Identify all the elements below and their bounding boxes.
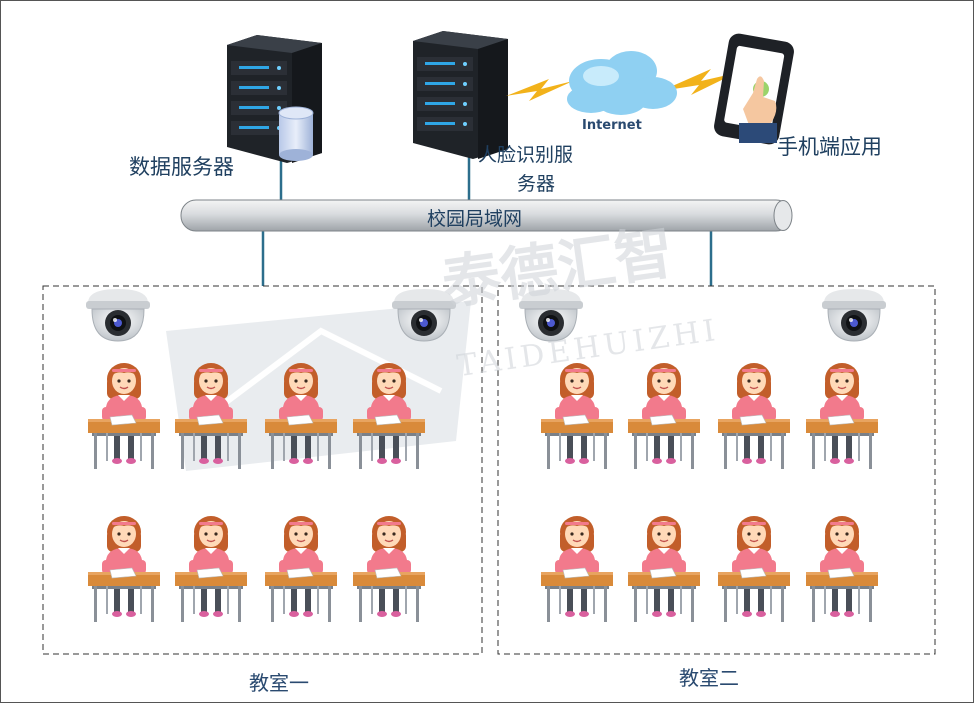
database-icon: [278, 106, 314, 161]
student-icon: [540, 515, 614, 623]
classroom-1-label: 教室一: [249, 671, 309, 695]
student-icon: [805, 362, 879, 470]
student-icon: [717, 515, 791, 623]
campus-lan-label: 校园局域网: [427, 208, 523, 230]
student-icon: [174, 515, 248, 623]
classroom-2-label: 教室二: [679, 666, 739, 690]
student-icon: [717, 362, 791, 470]
camera-icon: [85, 288, 151, 342]
classroom-2-students: [540, 362, 879, 623]
student-icon: [627, 515, 701, 623]
student-icon: [540, 362, 614, 470]
camera-icon: [821, 288, 887, 342]
student-icon: [87, 515, 161, 623]
student-icon: [264, 515, 338, 623]
internet-label: Internet: [582, 118, 642, 133]
student-icon: [627, 362, 701, 470]
mobile-app-label: 手机端应用: [777, 135, 882, 159]
phone-icon: [714, 33, 794, 145]
campus-lan-pipe: [180, 199, 793, 232]
face-server-label-line1: 人脸识别服: [478, 144, 574, 166]
student-icon: [87, 362, 161, 470]
lightning-icon: [506, 69, 736, 101]
classroom-1-boundary: [42, 285, 483, 655]
data-server-label: 数据服务器: [129, 155, 234, 179]
student-icon: [352, 515, 426, 623]
student-icon: [805, 515, 879, 623]
cloud-icon: [567, 51, 677, 115]
face-server-label-line2: 务器: [517, 173, 556, 195]
classroom-2-boundary: [497, 285, 936, 655]
